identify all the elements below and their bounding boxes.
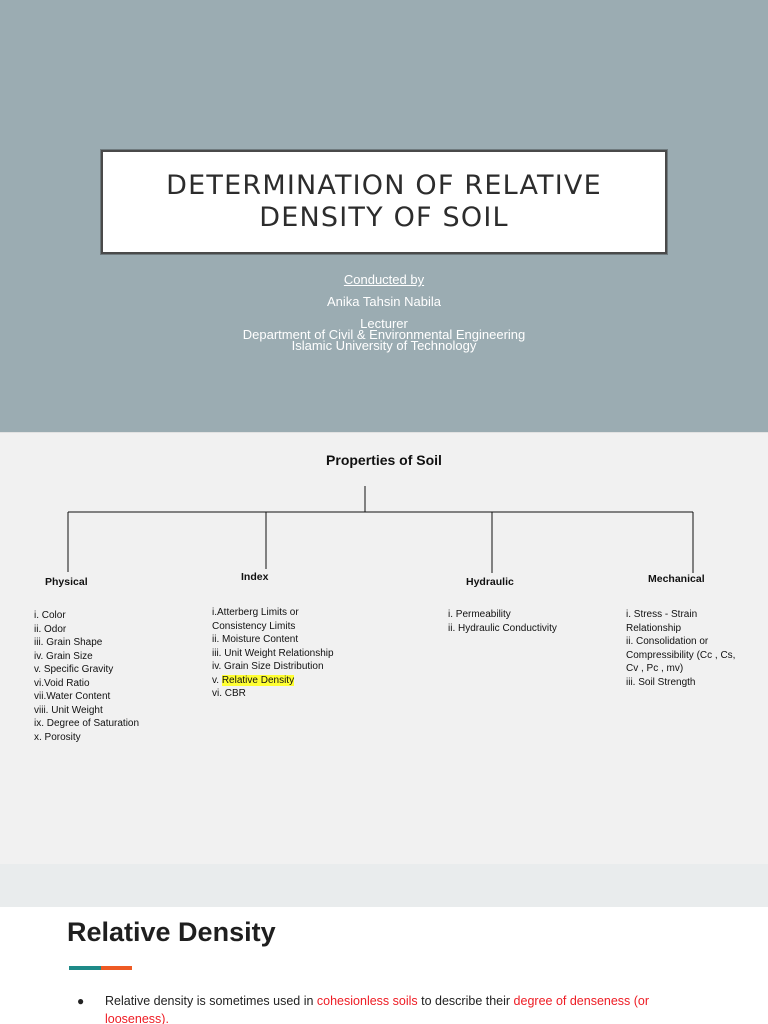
list-item: ii. Odor [34,623,67,635]
accent-bar-teal [69,966,101,970]
tree-connector-lines [67,486,694,573]
list-item: iv. Grain Size [34,650,93,662]
list-item: vii.Water Content [34,691,111,702]
presenter-name: Anika Tahsin Nabila [327,294,441,309]
emphasis-cohesionless: cohesionless soils [316,994,418,1008]
index-items: i.Atterberg Limits or Consistency Limits… [212,606,334,701]
list-item: iii. Grain Shape [34,637,103,648]
section-heading: Relative Density [67,917,276,947]
list-item: ii. Consolidation or [626,636,709,647]
conducted-by-link[interactable]: Conducted by [343,272,425,287]
list-item: i. Stress - Strain [626,609,698,620]
university-name: Islamic University of Technology [291,338,477,353]
properties-slide: Properties of Soil Physical Index Hydrau… [0,432,768,864]
list-item: i. Color [34,610,66,621]
presenter-position: Lecturer [360,316,408,331]
tree-title: Properties of Soil [326,452,442,468]
list-item: v. Specific Gravity [34,664,114,675]
list-item: x. Porosity [34,731,81,743]
highlighted-term: Relative Density [221,674,295,686]
bullet-text: Relative density is sometimes used in co… [105,994,650,1024]
list-item: i. Permeability [448,609,511,620]
list-item: vi. CBR [212,688,246,699]
list-item: viii. Unit Weight [34,704,103,716]
list-item: ii. Moisture Content [212,634,299,645]
mechanical-items: i. Stress - Strain Relationship ii. Cons… [626,608,735,689]
title-slide: DETERMINATION OF RELATIVE DENSITY OF SOI… [0,0,768,432]
category-index: Index [241,571,269,583]
list-item: Consistency Limits [212,620,296,632]
list-item: ii. Hydraulic Conductivity [448,622,557,634]
hydraulic-items: i. Permeability ii. Hydraulic Conductivi… [448,608,557,635]
title-box: DETERMINATION OF RELATIVE DENSITY OF SOI… [101,150,667,254]
department-name: Department of Civil & Environmental Engi… [242,327,526,342]
list-item: Relationship [626,622,682,634]
list-item: iii. Soil Strength [626,676,696,688]
list-item-relative-density: v. Relative Density [212,674,295,686]
slide-separator [0,864,768,907]
physical-items: i. Color ii. Odor iii. Grain Shape iv. G… [34,609,139,744]
list-item: Compressibility (Cc , Cs, [626,649,736,661]
bullet-dot-icon: ● [77,994,85,1008]
accent-bar-orange [101,966,132,970]
list-item: i.Atterberg Limits or [212,607,299,618]
list-item: iv. Grain Size Distribution [212,661,324,672]
list-item: vi.Void Ratio [34,677,90,689]
list-item: iii. Unit Weight Relationship [212,647,334,659]
list-item: Cv , Pc , mv) [626,663,684,674]
category-physical: Physical [45,576,88,588]
category-hydraulic: Hydraulic [466,576,514,588]
relative-density-slide: Relative Density ● Relative density is s… [0,907,768,1024]
list-item: ix. Degree of Saturation [34,718,140,729]
emphasis-denseness: degree of denseness (or looseness). [105,994,650,1024]
slide-title: DETERMINATION OF RELATIVE DENSITY OF SOI… [166,170,602,233]
category-mechanical: Mechanical [648,573,705,585]
